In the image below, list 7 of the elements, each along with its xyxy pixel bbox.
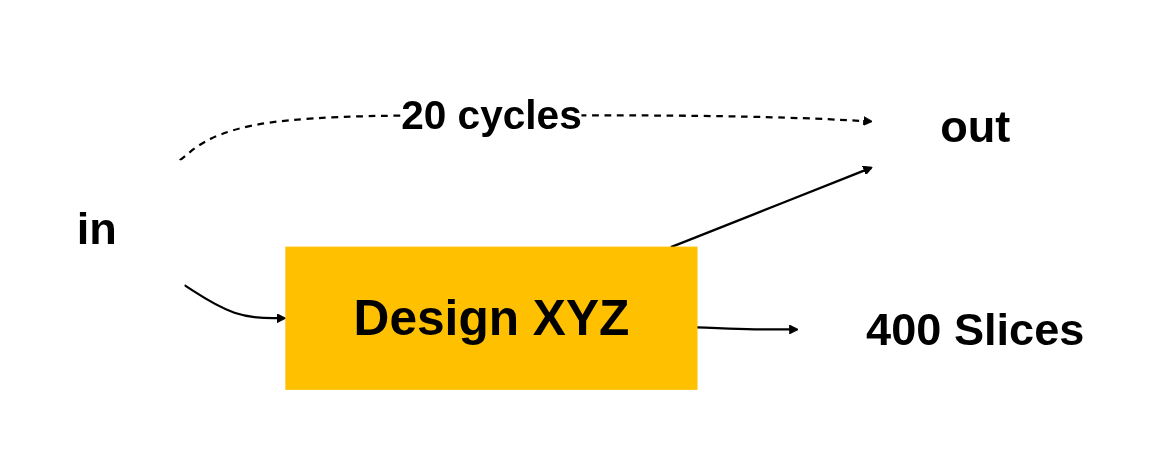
arrow xyxy=(670,165,873,249)
node-text: in xyxy=(76,203,117,253)
node-box: Design XYZ xyxy=(285,246,698,390)
node-text: 400 Slices xyxy=(866,304,1085,355)
edge-label: 20 cycles xyxy=(401,91,582,138)
node-text: out xyxy=(940,101,1011,152)
arrow xyxy=(696,324,799,335)
